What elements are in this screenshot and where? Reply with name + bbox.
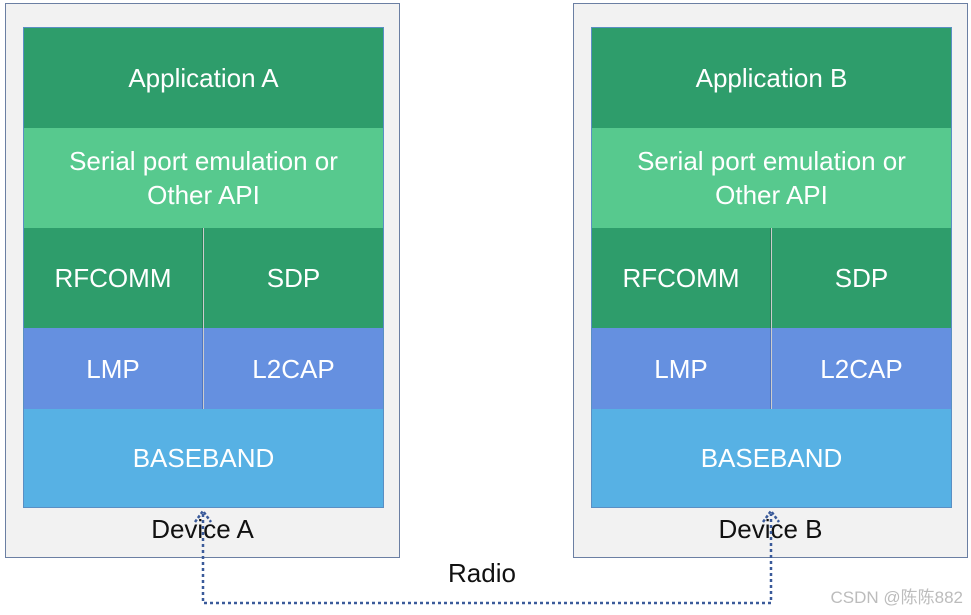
arrowhead-a — [193, 508, 213, 523]
lmp-layer-a: LMP — [24, 328, 203, 409]
application-b-layer: Application B — [592, 28, 951, 128]
baseband-layer-a: BASEBAND — [24, 409, 383, 507]
l2cap-layer-a: L2CAP — [204, 328, 383, 409]
device-b-panel: Application B Serial port emulation or O… — [573, 3, 968, 558]
serial-port-layer-b: Serial port emulation or Other API — [592, 128, 951, 228]
rfcomm-layer-a: RFCOMM — [24, 228, 203, 328]
device-b-protocol-stack: Application B Serial port emulation or O… — [591, 27, 952, 508]
device-a-panel: Application A Serial port emulation or O… — [5, 3, 400, 558]
application-a-layer: Application A — [24, 28, 383, 128]
radio-label: Radio — [448, 558, 516, 588]
serial-port-layer-a: Serial port emulation or Other API — [24, 128, 383, 228]
watermark: CSDN @陈陈882 — [830, 588, 963, 607]
device-a-protocol-stack: Application A Serial port emulation or O… — [23, 27, 384, 508]
sdp-layer-b: SDP — [772, 228, 951, 328]
rfcomm-layer-b: RFCOMM — [592, 228, 771, 328]
baseband-layer-b: BASEBAND — [592, 409, 951, 507]
lmp-layer-b: LMP — [592, 328, 771, 409]
l2cap-layer-b: L2CAP — [772, 328, 951, 409]
radio-link-path — [201, 514, 773, 605]
sdp-layer-a: SDP — [204, 228, 383, 328]
arrowhead-b — [761, 508, 781, 523]
